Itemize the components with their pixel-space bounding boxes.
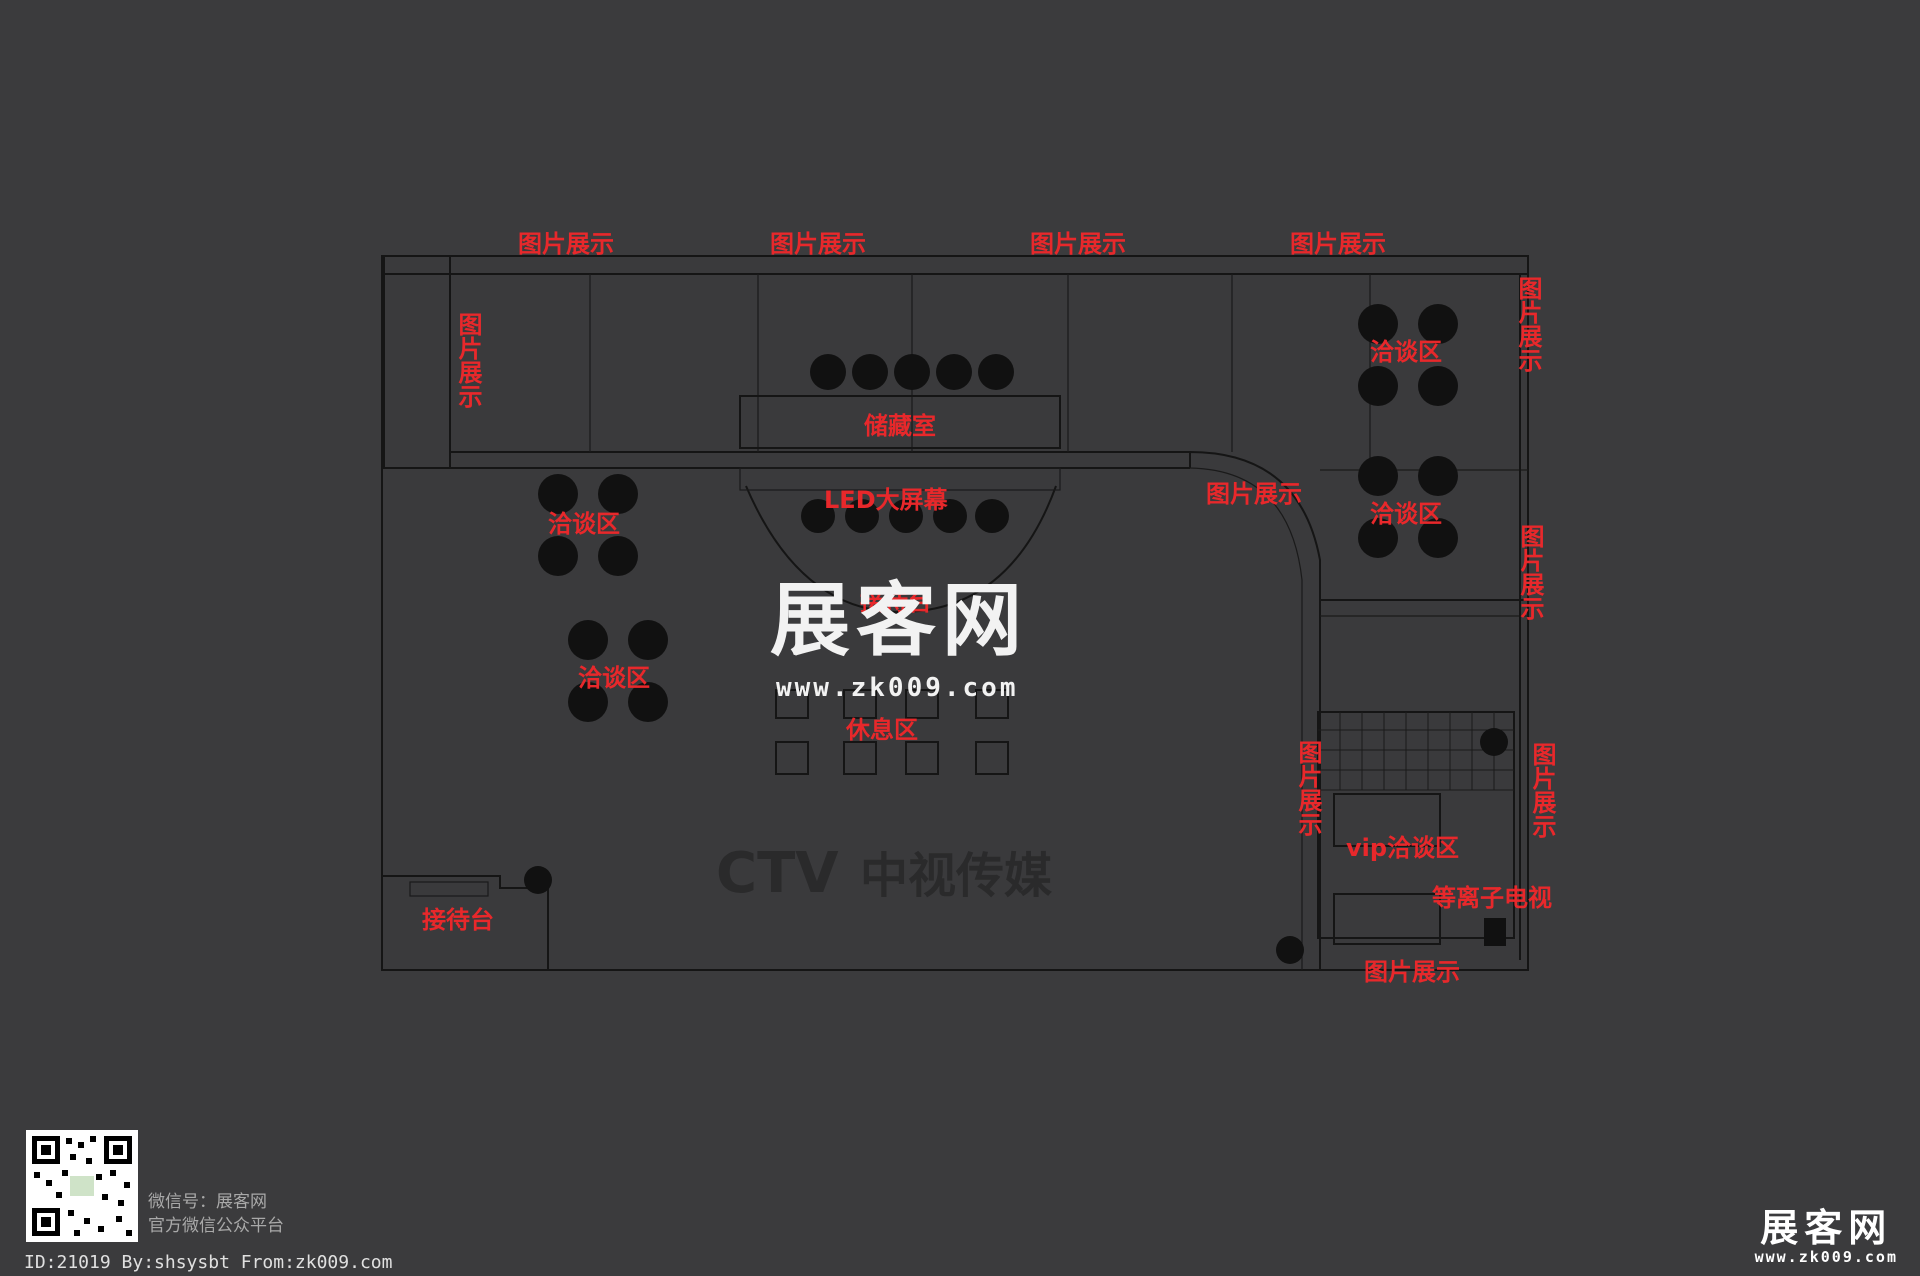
label-picture-left: 图片展示 xyxy=(454,312,482,408)
label-picture-vip-left: 图片展示 xyxy=(1294,740,1322,836)
brand-logo-name: 中视传媒 xyxy=(860,848,1053,904)
rest-area-chairs xyxy=(775,689,1009,775)
label-plasma-tv: 等离子电视 xyxy=(1432,884,1552,912)
label-storage-room: 储藏室 xyxy=(864,412,936,440)
corner-logo-url: www.zk009.com xyxy=(1754,1248,1898,1266)
label-negotiation-1: 洽谈区 xyxy=(548,510,620,538)
watermark: 展客网 www.zk009.com xyxy=(770,573,1028,703)
watermark-name: 展客网 xyxy=(770,573,1028,667)
label-reception-desk: 接待台 xyxy=(422,906,494,934)
label-negotiation-3: 洽谈区 xyxy=(1370,338,1442,366)
wechat-info: 微信号：展客网 官方微信公众平台 xyxy=(148,1190,284,1238)
table-set-left-top xyxy=(538,474,638,576)
label-rest-area: 休息区 xyxy=(845,716,918,744)
label-picture-bottom: 图片展示 xyxy=(1364,958,1460,986)
wechat-platform: 官方微信公众平台 xyxy=(148,1216,284,1236)
qr-code-icon xyxy=(26,1130,138,1242)
plants xyxy=(524,354,1508,964)
label-negotiation-4: 洽谈区 xyxy=(1370,500,1442,528)
label-picture-top-2: 图片展示 xyxy=(770,230,866,258)
label-picture-right-2: 图片展示 xyxy=(1516,524,1544,620)
table-set-right-mid xyxy=(1358,456,1458,558)
label-picture-top-1: 图片展示 xyxy=(518,230,614,258)
label-picture-right-1: 图片展示 xyxy=(1514,276,1542,372)
area-labels: 图片展示 图片展示 图片展示 图片展示 图片展示 图片展示 洽谈区 洽谈区 洽谈… xyxy=(422,230,1556,986)
brand-logo: CTV 中视传媒 xyxy=(716,841,1053,906)
label-picture-right-3: 图片展示 xyxy=(1528,742,1556,838)
wechat-id: 微信号：展客网 xyxy=(148,1192,267,1212)
brand-logo-mark: CTV xyxy=(716,841,839,906)
label-led-screen: LED大屏幕 xyxy=(824,486,949,514)
label-vip-negotiation: vip洽谈区 xyxy=(1346,834,1459,862)
label-front-desk-center: 接待台 xyxy=(860,588,932,616)
label-negotiation-2: 洽谈区 xyxy=(578,664,650,692)
table-set-left-bottom xyxy=(568,620,668,722)
label-picture-top-4: 图片展示 xyxy=(1290,230,1386,258)
table-set-right-top xyxy=(1358,304,1458,406)
label-picture-top-3: 图片展示 xyxy=(1030,230,1126,258)
corner-logo: 展客网 www.zk009.com xyxy=(1754,1205,1898,1267)
corner-logo-name: 展客网 xyxy=(1760,1205,1893,1250)
footer-id: ID:21019 By:shsysbt From:zk009.com xyxy=(24,1252,393,1273)
label-picture-corridor: 图片展示 xyxy=(1206,480,1302,508)
watermark-url: www.zk009.com xyxy=(776,673,1019,703)
